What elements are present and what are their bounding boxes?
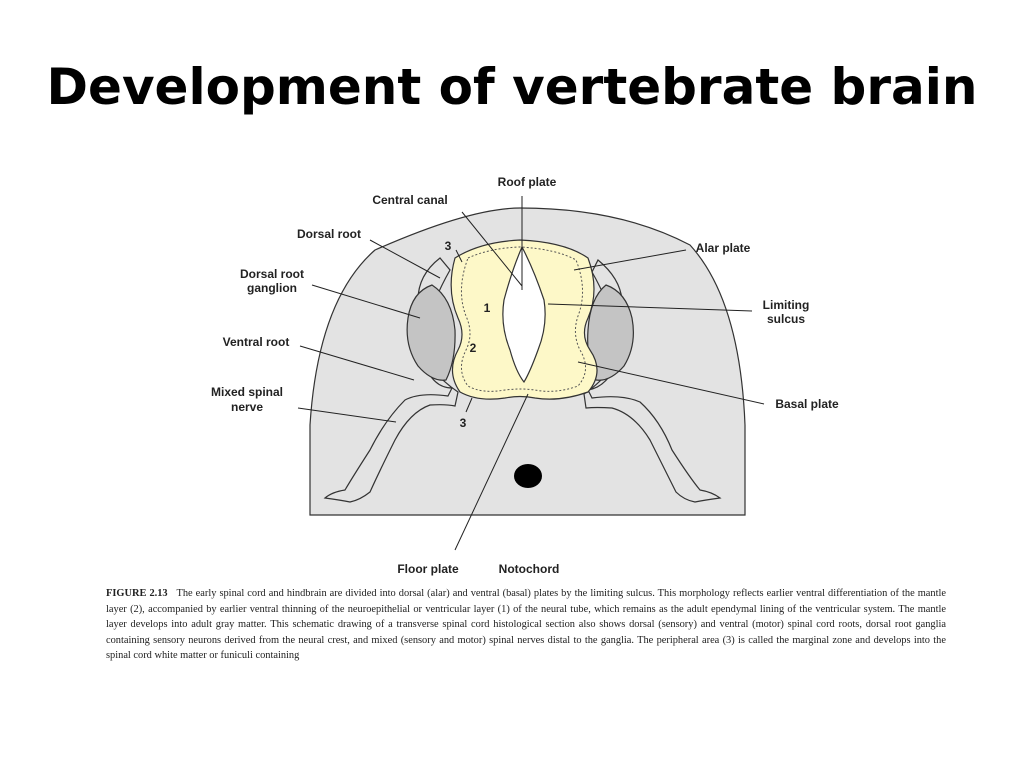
leader-limiting-sulcus — [547, 303, 753, 312]
leader-layer-3-bottom — [465, 397, 473, 413]
central-canal — [502, 245, 546, 384]
label-basal-plate: Basal plate — [775, 397, 839, 411]
label-dorsal-root-ganglion-1: Dorsal root — [240, 267, 304, 281]
caption-text: The early spinal cord and hindbrain are … — [106, 588, 946, 662]
layer-number-3-bottom: 3 — [460, 416, 467, 430]
label-alar-plate: Alar plate — [696, 241, 751, 255]
leader-layer-3-top — [455, 249, 463, 263]
leader-alar-plate — [573, 249, 687, 271]
leader-lines — [297, 196, 765, 551]
leader-mixed-spinal-nerve — [297, 407, 397, 423]
figure-label: FIGURE 2.13 — [106, 588, 168, 599]
mantle-layer-boundary — [461, 246, 586, 392]
layer-number-1: 1 — [484, 301, 491, 315]
label-limiting-sulcus-2: sulcus — [767, 312, 805, 326]
label-floor-plate: Floor plate — [397, 562, 459, 576]
leader-dorsal-root-ganglion — [311, 284, 421, 319]
layer-number-2: 2 — [470, 341, 477, 355]
leader-floor-plate — [454, 393, 529, 551]
leader-ventral-root — [299, 345, 415, 381]
label-dorsal-root: Dorsal root — [297, 227, 361, 241]
label-ventral-root: Ventral root — [223, 335, 290, 349]
label-roof-plate: Roof plate — [498, 175, 557, 189]
right-dorsal-root-ganglion — [587, 284, 634, 381]
notochord — [514, 464, 542, 488]
label-mixed-spinal-nerve-2: nerve — [231, 400, 263, 414]
left-dorsal-root-ganglion — [406, 284, 456, 381]
slide-title: Development of vertebrate brain — [46, 58, 978, 116]
label-dorsal-root-ganglion-2: ganglion — [247, 281, 297, 295]
label-mixed-spinal-nerve-1: Mixed spinal — [211, 385, 283, 399]
leader-central-canal — [461, 211, 523, 287]
figure-caption: FIGURE 2.13 The early spinal cord and hi… — [106, 586, 946, 664]
label-notochord: Notochord — [499, 562, 560, 576]
label-central-canal: Central canal — [372, 193, 447, 207]
leader-basal-plate — [577, 361, 765, 405]
label-limiting-sulcus-1: Limiting — [763, 298, 810, 312]
layer-number-3-top: 3 — [445, 239, 452, 253]
leader-dorsal-root — [369, 239, 441, 279]
